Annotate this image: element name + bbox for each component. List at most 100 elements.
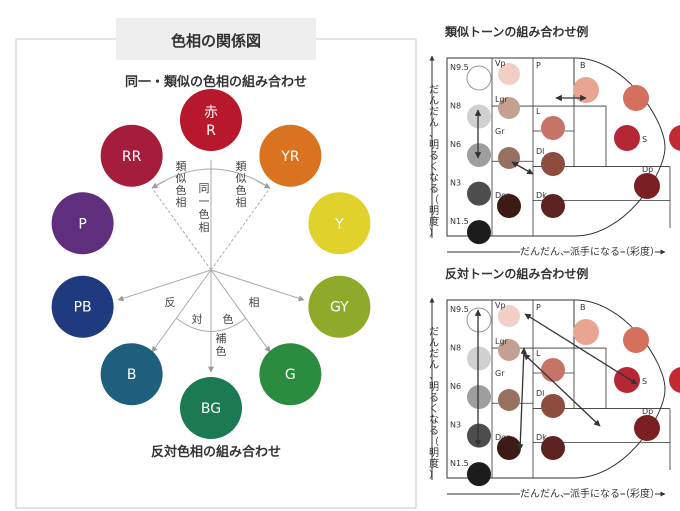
svg-text:、: 、 — [429, 129, 439, 140]
svg-text:YR: YR — [280, 149, 300, 165]
tone-swatch-v: V — [669, 125, 680, 151]
svg-text:ん: ん — [429, 117, 439, 129]
svg-text:度: 度 — [429, 457, 439, 470]
hue-circle-g: G — [259, 343, 322, 406]
svg-text:B: B — [580, 303, 586, 312]
svg-text:BG: BG — [201, 401, 221, 417]
svg-text:色: 色 — [199, 207, 210, 221]
svg-text:Vp: Vp — [495, 59, 506, 68]
hue-circle-yr: YR — [259, 124, 322, 187]
opposite-char-4: 相 — [249, 296, 260, 309]
tone-swatch-vp: Vp — [495, 301, 520, 327]
svg-text:、: 、 — [429, 371, 439, 382]
svg-text:ん: ん — [429, 337, 439, 349]
svg-text:S: S — [642, 135, 647, 144]
tone-swatch-dp: Dp — [634, 407, 660, 441]
svg-text:Gr: Gr — [495, 127, 505, 136]
svg-text:N3: N3 — [450, 421, 461, 430]
opposite-tone-panel: 反対トーンの組み合わせ例だんだん、明るくなる（明度）だんだん、派手になる（彩度）… — [429, 266, 680, 502]
svg-text:RR: RR — [122, 149, 142, 165]
hue-circle-bg: BG — [180, 377, 242, 439]
tone-panel-title: 反対トーンの組み合わせ例 — [445, 266, 588, 281]
svg-text:な: な — [429, 172, 439, 184]
hue-circle-rr: RR — [100, 124, 163, 187]
svg-text:だ: だ — [429, 106, 439, 118]
svg-text:Y: Y — [334, 216, 344, 232]
tone-swatch-dgr: Dgr — [495, 191, 521, 218]
svg-text:GY: GY — [330, 300, 349, 316]
svg-text:Dgr: Dgr — [495, 191, 510, 200]
tone-swatch-dk: Dk — [536, 191, 565, 218]
tone-swatch-dgr: Dgr — [495, 433, 521, 460]
opposite-char-3: 色 — [223, 312, 234, 326]
subtitle-opposite: 反対色相の組み合わせ — [151, 444, 281, 460]
tone-swatch-l: L — [536, 107, 565, 140]
tone-swatch-lgr: Lgr — [495, 337, 520, 361]
svg-text:Vp: Vp — [495, 301, 506, 310]
svg-text:R: R — [206, 123, 216, 139]
svg-text:明: 明 — [429, 205, 439, 217]
opposite-char-1: 反 — [165, 296, 176, 309]
gray-swatch-n15: N1.5 — [450, 217, 491, 245]
x-axis-label: だんだん、派手になる（彩度） — [520, 245, 660, 258]
svg-text:N8: N8 — [450, 344, 461, 353]
hue-circle-b: B — [100, 343, 163, 406]
svg-text:L: L — [536, 107, 541, 116]
hue-relation-lines — [117, 160, 305, 373]
svg-text:ん: ん — [429, 95, 439, 107]
tone-swatch-dl: Dl — [536, 147, 565, 176]
svg-text:一: 一 — [199, 195, 210, 208]
svg-text:）: ） — [429, 227, 439, 239]
svg-text:P: P — [536, 61, 541, 70]
svg-text:Dgr: Dgr — [495, 433, 510, 442]
svg-text:N9.5: N9.5 — [450, 63, 469, 72]
svg-text:似: 似 — [236, 172, 247, 185]
hue-relationship-panel: 色相の関係図 同一・類似の色相の組み合わせ 反対色相の組み合わせ 反 対 色 — [15, 18, 417, 509]
svg-text:明: 明 — [429, 381, 439, 393]
svg-text:P: P — [78, 216, 86, 232]
svg-text:N8: N8 — [450, 102, 461, 111]
hue-circle-pb: PB — [51, 275, 114, 338]
svg-text:く: く — [429, 162, 439, 173]
svg-text:（: （ — [429, 194, 439, 206]
svg-text:類: 類 — [236, 160, 247, 173]
hue-circle-r: 赤R — [180, 89, 242, 151]
tone-panel-title: 類似トーンの組み合わせ例 — [444, 24, 588, 39]
tone-swatch-vp: Vp — [495, 59, 520, 85]
title-box — [116, 18, 316, 60]
svg-text:だ: だ — [429, 348, 439, 360]
svg-text:Gr: Gr — [495, 369, 505, 378]
svg-text:S: S — [642, 377, 647, 386]
svg-text:Lgr: Lgr — [495, 337, 509, 346]
svg-text:B: B — [580, 61, 586, 70]
svg-text:色: 色 — [216, 344, 227, 358]
svg-text:B: B — [127, 367, 137, 383]
svg-text:色: 色 — [236, 183, 247, 197]
svg-text:ん: ん — [429, 359, 439, 371]
svg-text:相: 相 — [236, 196, 247, 209]
svg-text:度: 度 — [429, 215, 439, 228]
svg-text:る: る — [429, 183, 439, 195]
hue-circles: 赤R YR Y GY G BG B PB P RR — [51, 89, 371, 439]
svg-text:同: 同 — [199, 182, 210, 195]
tone-swatch-dk: Dk — [536, 433, 565, 460]
svg-text:く: く — [429, 404, 439, 415]
tone-swatch-lgr: Lgr — [495, 95, 520, 119]
hue-circle-gy: GY — [308, 275, 371, 338]
panel-title: 色相の関係図 — [171, 32, 261, 50]
svg-text:Dk: Dk — [536, 433, 547, 442]
svg-text:る: る — [429, 392, 439, 404]
svg-text:N1.5: N1.5 — [450, 217, 469, 226]
svg-text:る: る — [429, 425, 439, 437]
svg-text:Dp: Dp — [642, 407, 653, 416]
svg-text:N9.5: N9.5 — [450, 305, 469, 314]
svg-text:色: 色 — [176, 183, 187, 197]
svg-text:N3: N3 — [450, 179, 461, 188]
gray-swatch-n95: N9.5 — [450, 63, 492, 91]
